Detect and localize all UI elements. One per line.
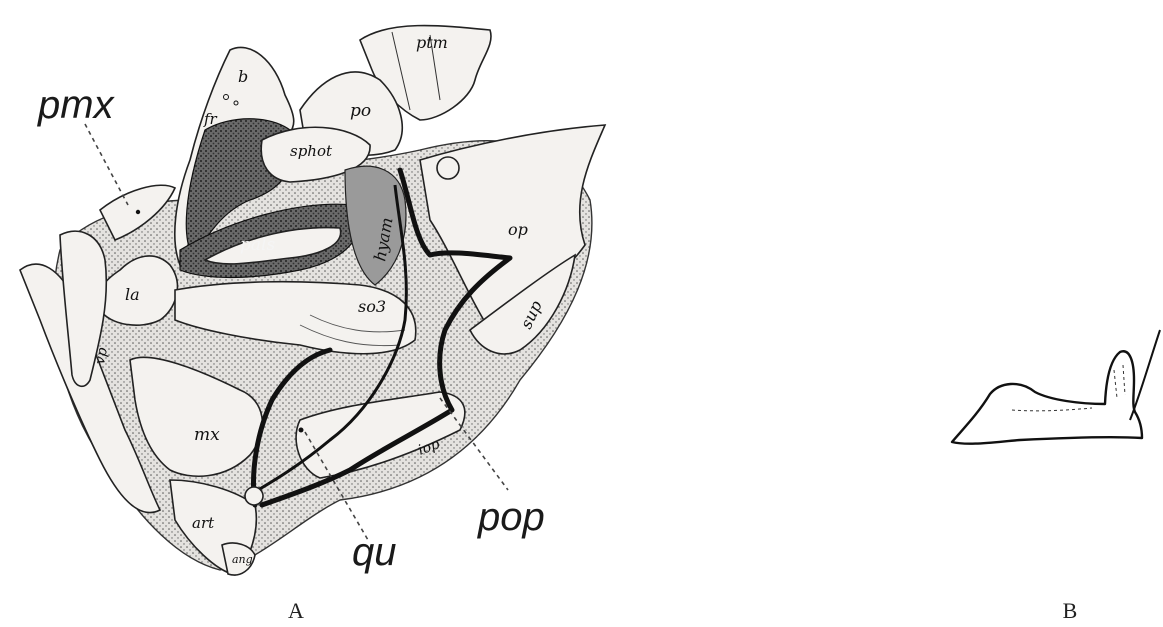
label-b: b bbox=[238, 67, 248, 86]
fragment-b-outline bbox=[952, 351, 1142, 443]
label-ptm: ptm bbox=[416, 33, 448, 52]
quadrate-condyle bbox=[245, 487, 263, 505]
fragment-drawing-b bbox=[952, 330, 1160, 444]
foramen-dot-4 bbox=[136, 210, 140, 214]
label-mx: mx bbox=[194, 425, 220, 445]
caption-a: A bbox=[288, 598, 304, 623]
label-so3: so3 bbox=[358, 297, 386, 316]
label-op: op bbox=[508, 220, 528, 239]
label-art: art bbox=[192, 514, 215, 532]
label-vp: vp bbox=[92, 346, 111, 365]
label-la: la bbox=[125, 285, 140, 304]
label-fr: fr bbox=[203, 110, 218, 128]
callout-pmx: pmx bbox=[37, 83, 116, 127]
callout-pop: pop bbox=[477, 495, 545, 539]
pmx-leader-line bbox=[85, 124, 128, 205]
label-pals: pals bbox=[240, 235, 275, 255]
callout-qu: qu bbox=[352, 530, 397, 574]
caption-b: B bbox=[1063, 598, 1078, 623]
foramen-dot-3 bbox=[299, 428, 304, 433]
label-ang: ang bbox=[232, 553, 253, 566]
op-articulation-head bbox=[437, 157, 459, 179]
label-sphot: sphot bbox=[290, 142, 333, 160]
label-po: po bbox=[350, 101, 371, 121]
